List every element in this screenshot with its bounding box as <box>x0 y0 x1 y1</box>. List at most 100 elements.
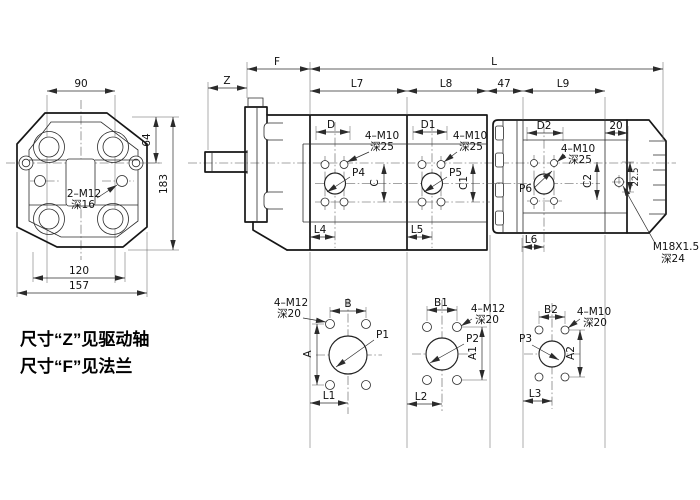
m10-hole <box>339 197 349 207</box>
face-lines <box>29 159 138 206</box>
projection-lines <box>309 235 606 448</box>
p1-leader <box>335 339 375 368</box>
boss-ring <box>33 131 65 163</box>
dim-l4-label: L4 <box>314 224 327 236</box>
third-pump-inner-lines <box>502 120 627 233</box>
m10-callout-3: 4–M10 <box>561 143 595 155</box>
m10-hole <box>530 197 538 205</box>
p6-leader <box>533 170 553 189</box>
dim-l9-label: L9 <box>557 78 570 90</box>
m12-hole <box>361 319 371 329</box>
m10-hole <box>417 197 427 207</box>
port-p3-label: P3 <box>519 333 532 345</box>
ext-lines <box>426 306 487 381</box>
ext-lines-bottom <box>16 232 148 297</box>
dim-a2-label: A2 <box>565 346 577 360</box>
end-cap-grooves <box>649 140 666 215</box>
leader-line <box>346 151 370 163</box>
m12-hole <box>325 380 335 390</box>
m10-callout: 4–M10 <box>577 306 611 318</box>
m12-hole <box>452 375 462 385</box>
port-p4-label: P4 <box>352 167 365 179</box>
note-shaft: 尺寸“Z”见驱动轴 <box>20 329 149 349</box>
m10-hole <box>436 197 446 207</box>
m12-hole <box>422 375 432 385</box>
port-p6-label: P6 <box>519 183 532 195</box>
tie-rod-tab <box>495 125 504 141</box>
m10-depth-2: 深25 <box>459 141 483 153</box>
m10-depth: 深20 <box>583 317 607 329</box>
dim-l7-label: L7 <box>351 78 364 90</box>
dim-a-label: A <box>302 350 314 358</box>
port-view-3: B2 A2 L3 4–M10 深20 P3 <box>519 303 611 409</box>
dim-l3-label: L3 <box>529 388 542 400</box>
tie-rod-tab <box>495 210 504 226</box>
notes: 尺寸“Z”见驱动轴 尺寸“F”见法兰 <box>20 329 149 376</box>
port-p3 <box>538 340 566 368</box>
bolt-hole <box>102 208 124 230</box>
m10-hole <box>534 372 544 382</box>
m10-depth-1: 深25 <box>370 141 394 153</box>
port-p2-label: P2 <box>466 333 479 345</box>
m10-hole <box>320 160 330 169</box>
dim-d1-label: D1 <box>421 119 436 131</box>
bolt-hole <box>102 136 124 158</box>
m18-hole-cross <box>612 175 626 189</box>
m12-hole <box>452 322 462 332</box>
dim-f-label: F <box>274 56 280 68</box>
m12-callout: 4–M12 <box>274 297 308 309</box>
port-p1 <box>328 335 368 375</box>
dim-l6-label: L6 <box>525 234 538 246</box>
bottom-chamfer <box>252 221 288 251</box>
dim-d2-label: D2 <box>537 120 552 132</box>
m10-hole <box>534 325 544 335</box>
front-flange-view: 90 64 183 120 157 2–M12 深16 <box>6 78 179 297</box>
pin-hole <box>131 158 141 168</box>
dim-l-label: L <box>491 56 497 68</box>
boss-ring <box>33 203 65 235</box>
m10-hole <box>560 325 570 335</box>
d-ext-lines <box>315 126 564 141</box>
p5-leader <box>423 176 448 193</box>
dim-157-label: 157 <box>69 280 89 292</box>
bolt-hole <box>38 208 60 230</box>
m12-thread-hole <box>34 175 46 187</box>
m10-hole <box>436 160 446 169</box>
note-flange: 尺寸“F”见法兰 <box>20 356 132 376</box>
thread-depth-callout: 深16 <box>71 199 95 211</box>
m10-callout-1: 4–M10 <box>365 130 399 142</box>
dim-90-label: 90 <box>74 78 87 90</box>
port-view-2: B1 A1 L2 4–M12 深20 P2 <box>407 297 505 411</box>
leader-line <box>96 184 118 199</box>
side-view: Z F L L7 L8 47 L9 D D1 D2 20 4–M10 深25 4… <box>188 56 699 448</box>
leader-line <box>302 317 327 323</box>
m18-callout: M18X1.5 <box>653 241 699 253</box>
ext-lines-right <box>128 116 179 251</box>
dim-l8-label: L8 <box>440 78 453 90</box>
dim-c1-label: C1 <box>458 176 470 190</box>
port-view-1: B A L1 4–M12 深20 P1 <box>274 297 389 414</box>
leader-line <box>556 153 567 163</box>
dim-a1-label: A1 <box>467 346 479 360</box>
m12-depth: 深20 <box>475 314 499 326</box>
pin-hole <box>21 158 31 168</box>
dim-c-label: C <box>369 179 381 186</box>
boss-ring <box>97 203 129 235</box>
m12-callout: 4–M12 <box>471 303 505 315</box>
leader-line <box>443 151 458 163</box>
port-p5 <box>420 172 444 195</box>
mount-notch <box>263 122 283 141</box>
p2-leader <box>429 343 465 364</box>
m12-hole <box>325 319 335 329</box>
m10-depth-3: 深25 <box>568 154 592 166</box>
m12-hole <box>361 380 371 390</box>
m10-hole <box>560 372 570 382</box>
flange-outer-outline <box>16 112 148 248</box>
body-inner-lines <box>266 115 487 223</box>
m10-hole <box>339 160 349 169</box>
m12-thread-hole <box>116 175 128 187</box>
dim-183-label: 183 <box>158 174 170 194</box>
bolt-hole <box>38 136 60 158</box>
